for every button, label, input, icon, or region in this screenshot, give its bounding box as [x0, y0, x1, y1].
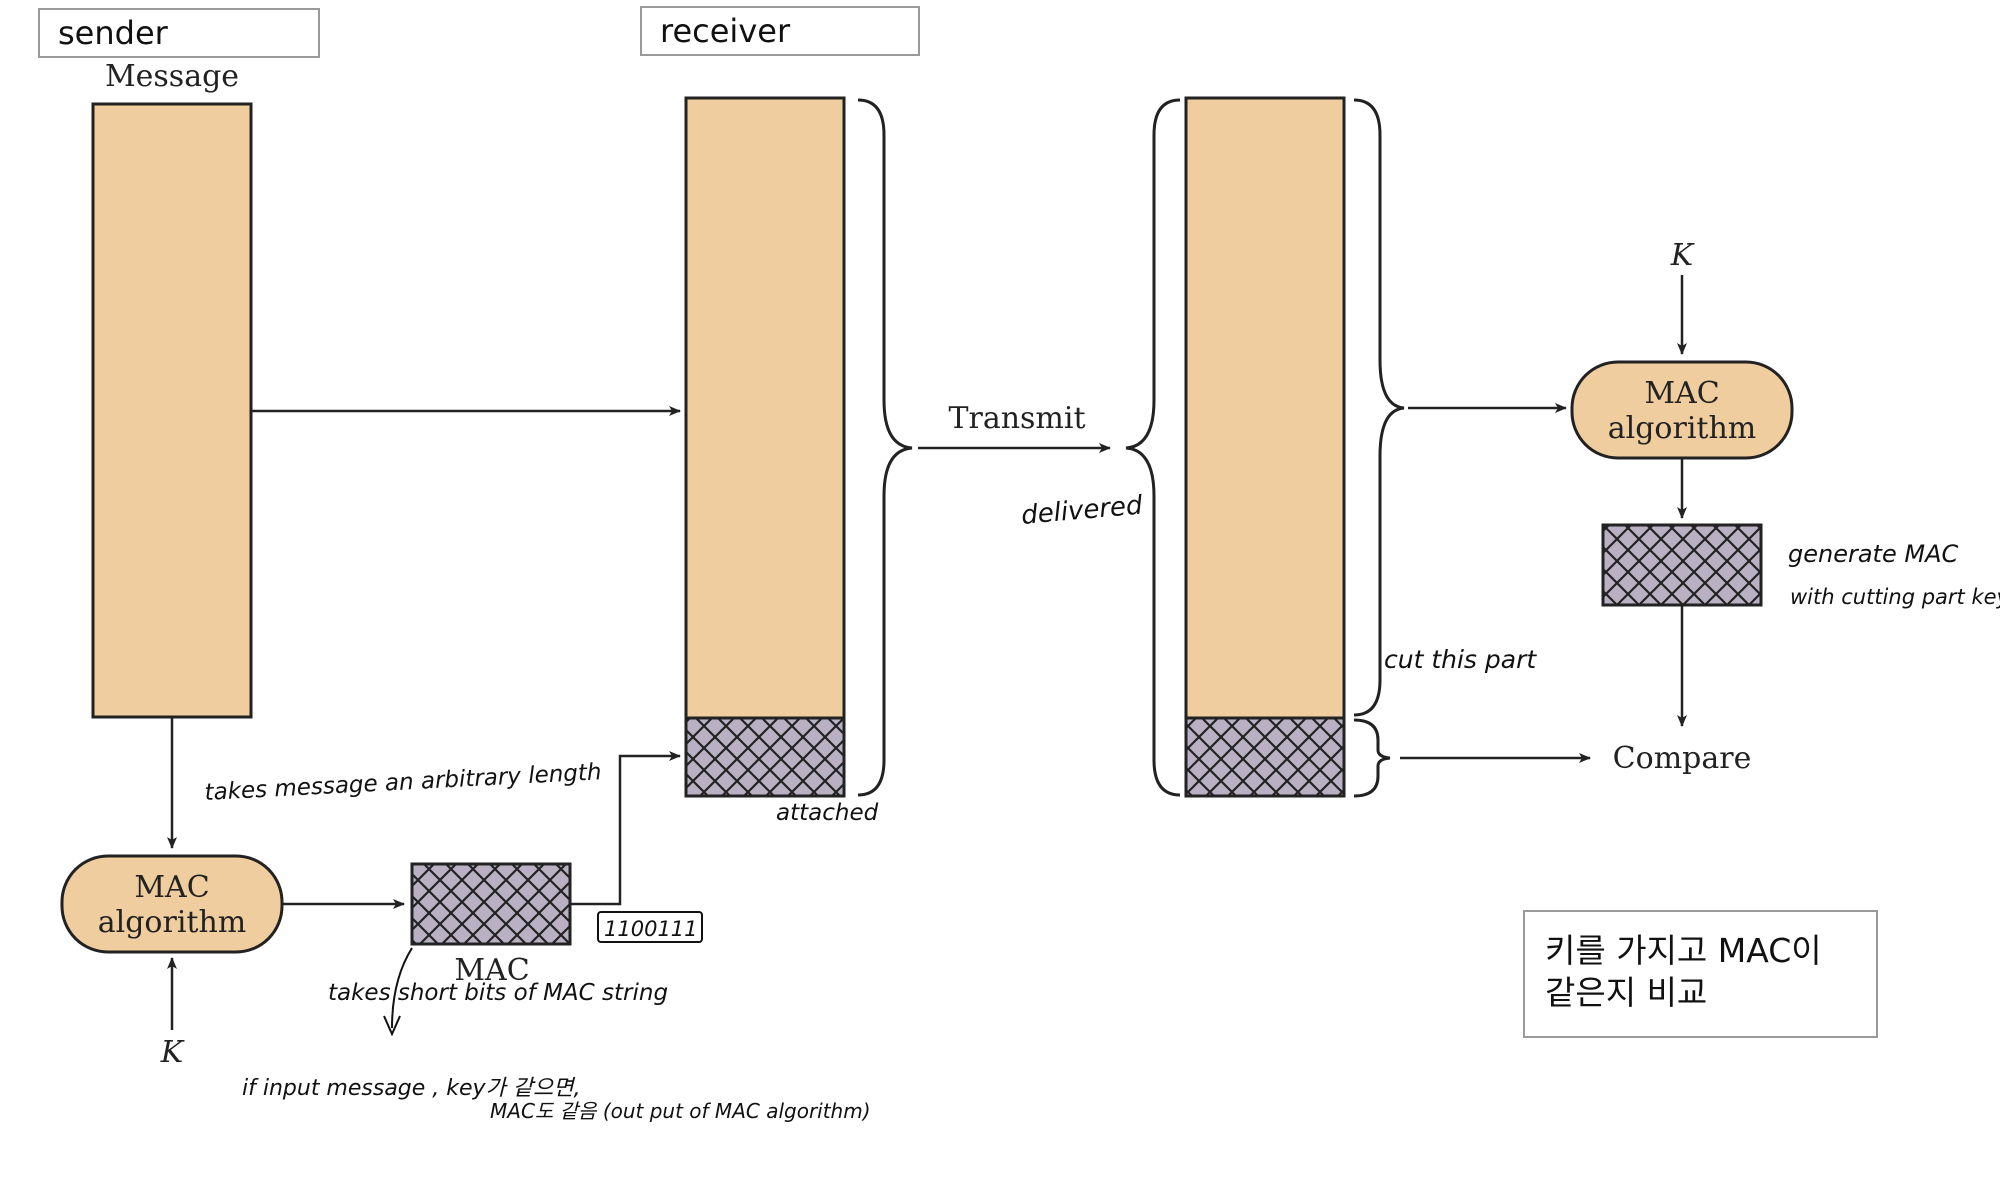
annotation-attached: attached: [776, 800, 879, 826]
sender-mac-label: MAC: [454, 953, 529, 988]
sender-mac-algorithm-line2: algorithm: [98, 905, 247, 940]
annotation-takes-short-bits: takes short bits of MAC string: [328, 980, 668, 1006]
annotation-delivered: delivered: [1020, 490, 1144, 531]
annotation-bits-arrowhead: [383, 1015, 401, 1037]
sender-mac-algorithm-line1: MAC: [134, 870, 209, 905]
delivered-mac-block: [1184, 716, 1346, 798]
receiver-label: receiver: [660, 12, 791, 50]
receiver-key-label: K: [1670, 238, 1695, 273]
delivered-left-brace: [1125, 98, 1181, 797]
receiver-label-box: receiver: [640, 6, 920, 56]
delivered-message-brace: [1353, 98, 1405, 717]
annotation-if-input-line1: if input message , key가 같으면,: [242, 1076, 581, 1101]
annotation-generate-mac-line1: generate MAC: [1788, 540, 1958, 568]
receiver-mac-algorithm-line1: MAC: [1644, 376, 1719, 411]
transmitted-right-brace: [857, 98, 913, 797]
korean-note-line1: 키를 가지고 MAC이: [1545, 931, 1822, 970]
transmitted-message-block: [684, 96, 846, 720]
receiver-mac-algorithm-line2: algorithm: [1608, 411, 1757, 446]
annotation-cut-this-part: cut this part: [1384, 645, 1537, 674]
transmit-label: Transmit: [948, 401, 1085, 436]
annotation-generate-mac-line2: with cutting part key: [1790, 585, 2000, 609]
bits-sample-box: [597, 911, 703, 943]
annotation-bits-curve: [391, 947, 413, 1029]
annotation-if-input-line2: MAC도 같음 (out put of MAC algorithm): [490, 1099, 871, 1123]
delivered-mac-brace: [1353, 718, 1391, 798]
sender-key-label: K: [160, 1035, 185, 1070]
message-title: Message: [105, 59, 239, 94]
sender-label: sender: [58, 14, 168, 52]
delivered-message-block: [1184, 96, 1346, 720]
sender-mac-block: [410, 862, 572, 946]
mac-to-receiver-arrow: [570, 751, 681, 906]
korean-note-line2: 같은지 비교: [1545, 973, 1708, 1012]
receiver-mac-block: [1601, 523, 1763, 607]
compare-label: Compare: [1613, 741, 1752, 776]
annotation-bits-sample: 1100111: [604, 917, 698, 941]
transmitted-mac-block: [684, 716, 846, 798]
sender-message-block: [91, 102, 253, 719]
korean-note-box: 키를 가지고 MAC이 같은지 비교: [1523, 910, 1878, 1038]
annotation-takes-message: takes message an arbitrary length: [204, 759, 602, 806]
sender-label-box: sender: [38, 8, 320, 58]
